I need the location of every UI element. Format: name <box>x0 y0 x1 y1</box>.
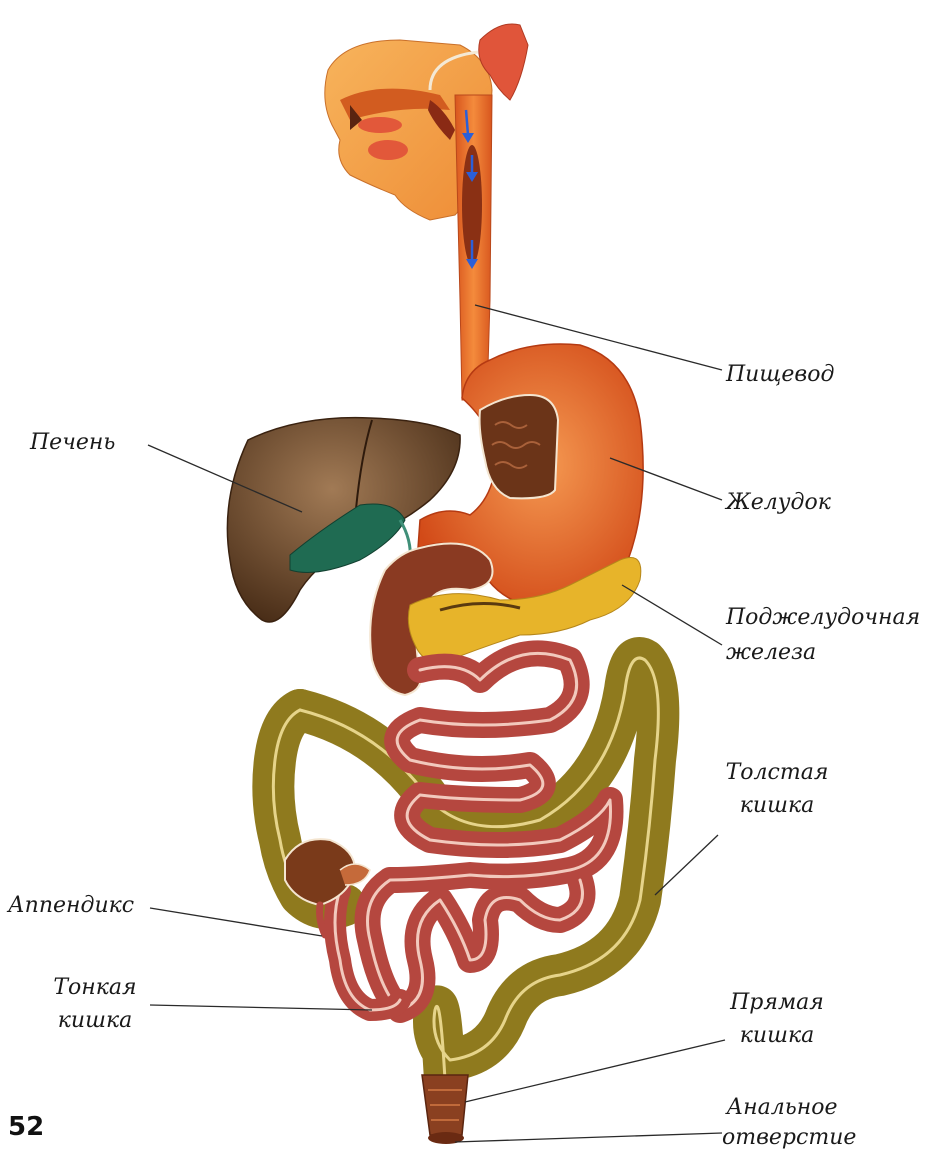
label-large-intestine-line2: кишка <box>722 793 832 819</box>
label-rectum-line1: Прямая <box>722 990 832 1016</box>
label-anus-line1: Анальное <box>722 1095 842 1121</box>
leader-line-small-intestine <box>150 1005 372 1010</box>
label-pancreas-line1: Поджелудочная <box>726 605 920 631</box>
page-number: 52 <box>8 1112 44 1142</box>
esophagus <box>455 95 492 400</box>
label-appendix: Аппендикс <box>8 893 134 919</box>
label-stomach: Желудок <box>726 490 831 516</box>
label-esophagus: Пищевод <box>726 362 834 388</box>
leader-line-pancreas <box>622 585 722 645</box>
label-pancreas-line2: железа <box>726 640 816 666</box>
label-rectum-line2: кишка <box>722 1023 832 1049</box>
label-liver: Печень <box>30 430 115 456</box>
leader-line-anus <box>455 1133 722 1142</box>
label-small-intestine-line1: Тонкая <box>40 975 150 1001</box>
label-small-intestine-line2: кишка <box>40 1008 150 1034</box>
rectum <box>422 1075 468 1144</box>
label-large-intestine-line1: Толстая <box>722 760 832 786</box>
label-anus-line2: отверстие <box>722 1125 842 1151</box>
head <box>325 24 528 220</box>
